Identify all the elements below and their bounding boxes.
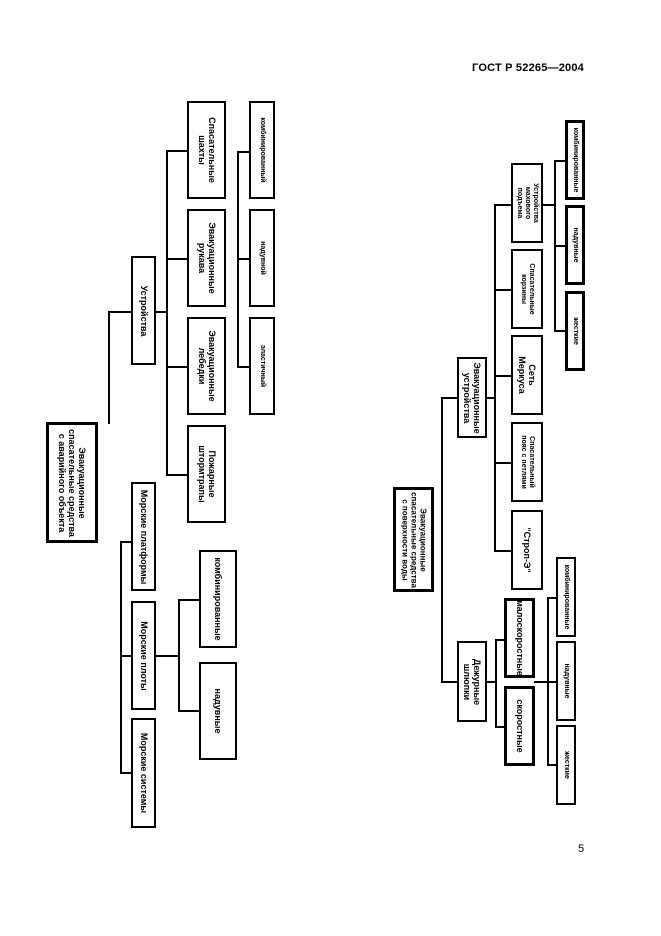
connector <box>166 150 188 152</box>
connector <box>237 151 250 153</box>
raft-inflatable-box: надувные <box>199 662 237 760</box>
connector <box>178 599 200 601</box>
combined-box: комбинированный <box>249 101 275 199</box>
boat-combined-box: комбинированные <box>556 557 576 637</box>
high-speed-box: скоростные <box>504 686 535 766</box>
connector <box>494 550 512 552</box>
strop-box: "Строп-Э" <box>511 510 543 590</box>
document-code: ГОСТ Р 52265—2004 <box>472 62 584 74</box>
connector <box>178 710 200 712</box>
connector <box>120 541 122 774</box>
connector <box>441 681 458 683</box>
rafts-box: Морские плоты <box>131 601 156 710</box>
connector <box>494 204 512 206</box>
connector <box>120 541 132 543</box>
connector <box>554 245 566 247</box>
connector <box>547 681 557 683</box>
connector <box>120 655 132 657</box>
connector <box>494 204 496 552</box>
connector <box>441 397 443 683</box>
rescue-belt-box: Спасательный пояс с петлями <box>511 422 543 502</box>
connector <box>486 397 496 399</box>
connector <box>547 597 557 599</box>
devices-box: Устройства <box>131 256 156 365</box>
connector <box>166 366 188 368</box>
lifting-rigid-box: жесткие <box>565 291 585 371</box>
evac-sleeves-box: Эвакуационные рукава <box>187 209 226 307</box>
fire-ladders-box: Пожарные штормтрапы <box>187 425 226 523</box>
inflatable-box: надувной <box>249 209 275 307</box>
low-speed-box: малоскоростные <box>504 598 535 678</box>
rescue-baskets-box: Спасательные корзины <box>511 249 543 329</box>
connector <box>554 160 566 162</box>
raft-combined-box: комбинированные <box>199 550 237 648</box>
lifting-device-box: Устройства махового подъема <box>511 163 543 243</box>
connector <box>495 639 505 641</box>
connector <box>166 474 188 476</box>
connector <box>120 772 132 774</box>
page-number: 5 <box>578 843 585 855</box>
lifting-combined-box: комбинированные <box>565 120 585 200</box>
duty-boats-box: Дежурные шлюпки <box>457 641 487 722</box>
connector <box>495 726 505 728</box>
elastic-box: эластичный <box>249 317 275 415</box>
connector <box>155 311 167 313</box>
connector <box>178 599 180 712</box>
mercury-net-box: Сеть Меркуса <box>511 335 543 415</box>
left-root-box: Эвакуационные спасательные средства с ав… <box>46 422 98 543</box>
connector <box>494 289 512 291</box>
connector <box>166 150 168 475</box>
systems-box: Морские системы <box>131 718 156 828</box>
escape-chutes-box: Спасательные шахты <box>187 101 226 199</box>
evac-devices-box: Эвакуационные устройства <box>457 357 487 438</box>
evac-winches-box: Эвакуационные лебедки <box>187 317 226 415</box>
connector <box>495 639 497 727</box>
connector <box>108 311 110 424</box>
connector <box>108 311 132 313</box>
connector <box>237 366 250 368</box>
connector <box>547 597 549 764</box>
right-root-box: Эвакуационные спасательные средства с по… <box>393 487 434 592</box>
connector <box>237 258 250 260</box>
connector <box>155 655 179 657</box>
connector <box>547 764 557 766</box>
lifting-inflatable-box: надувные <box>565 205 585 285</box>
connector <box>494 375 512 377</box>
connector <box>554 330 566 332</box>
platforms-box: Морские платформы <box>131 482 156 591</box>
connector <box>542 204 555 206</box>
boat-inflatable-box: надувные <box>556 641 576 721</box>
connector <box>494 462 512 464</box>
connector <box>486 681 496 683</box>
connector <box>441 397 458 399</box>
connector <box>166 258 188 260</box>
boat-rigid-box: жесткие <box>556 725 576 805</box>
connector <box>534 681 548 683</box>
